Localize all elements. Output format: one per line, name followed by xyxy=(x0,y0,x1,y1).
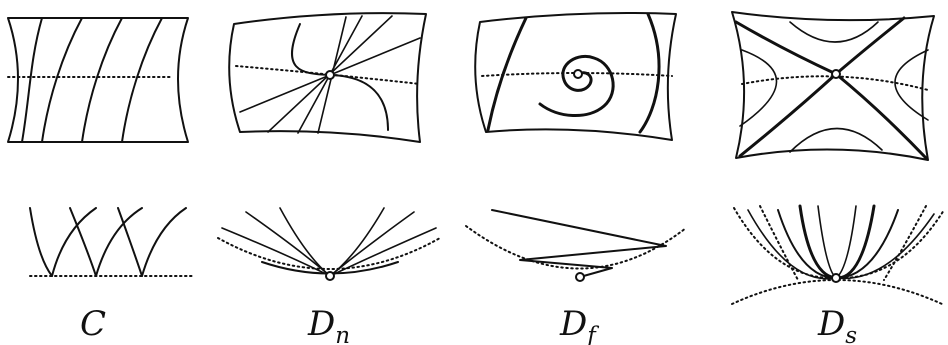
panel-dn-singular-point xyxy=(325,70,335,80)
panel-dn-curve-c xyxy=(279,207,331,277)
panel-dn-curve-e xyxy=(329,211,415,277)
panel-ds-projected-point xyxy=(831,273,841,283)
panel-c-arc-4 xyxy=(95,207,143,277)
panel-c-arc-5 xyxy=(117,207,143,277)
panel-df-singular-point xyxy=(573,69,583,79)
panel-c-curve-1 xyxy=(21,17,43,143)
panel-df-surface xyxy=(474,12,677,141)
panel-dn-curve-2 xyxy=(329,74,389,131)
panel-ds-parabola-wide xyxy=(747,209,935,280)
label-ds-main: D xyxy=(817,304,845,344)
panel-c-arc-6 xyxy=(141,207,187,277)
panel-ds-dotted-curve-inner-right xyxy=(883,205,927,281)
panel-ds-dotted-curve-right xyxy=(835,209,945,280)
panel-df-projected-point xyxy=(575,272,585,282)
panel-dn-curve-1 xyxy=(290,23,331,76)
panel-dn-projection xyxy=(217,207,441,281)
panel-dn-curve-f xyxy=(329,227,437,277)
panel-ds-discriminant xyxy=(731,279,943,305)
panel-c-outline xyxy=(7,17,189,143)
label-c: C xyxy=(80,304,106,344)
panel-ds-surface xyxy=(731,11,935,161)
panel-ds-dotted-curve-left xyxy=(733,207,837,280)
panel-df-projection xyxy=(465,209,687,282)
panel-df-spiral xyxy=(538,55,615,118)
label-dn-subscript: n xyxy=(335,323,350,345)
panel-df-side-curve-right xyxy=(638,12,661,134)
panel-ds-singular-point xyxy=(831,69,841,79)
panel-ds-axis xyxy=(741,75,929,91)
panel-c-surface xyxy=(7,17,189,143)
panel-dn-curve-d xyxy=(329,207,385,277)
panel-c-arc-3 xyxy=(69,207,97,277)
panel-ds-hyperbola-bottom xyxy=(789,127,883,153)
panel-c-arc-2 xyxy=(51,207,97,277)
panel-dn-axis xyxy=(235,65,421,85)
panel-df-side-curve-left xyxy=(486,16,528,132)
panel-dn-projected-point xyxy=(325,271,335,281)
panel-ds-dotted-curve-inner-left xyxy=(759,205,799,281)
panel-ds-hyperbola-left xyxy=(739,49,778,127)
panel-df-outline xyxy=(474,12,677,141)
label-df-subscript: f xyxy=(585,323,599,345)
panel-c-curve-3 xyxy=(81,17,123,143)
panel-c-arc-1 xyxy=(29,207,53,277)
label-ds: Ds xyxy=(817,304,857,345)
panel-df-zigzag xyxy=(491,209,667,278)
panel-ds-parabola-inner xyxy=(817,205,857,279)
panel-c-projection xyxy=(29,207,193,277)
label-ds-subscript: s xyxy=(845,323,857,345)
panel-ds-outline xyxy=(731,11,935,161)
panel-ds-hyperbola-right xyxy=(894,49,929,121)
panel-ds-projection xyxy=(731,204,945,305)
panel-ds-hyperbola-top xyxy=(789,21,879,43)
label-df-main: D xyxy=(559,304,587,344)
label-df: Df xyxy=(559,304,599,345)
panel-dn-discriminant xyxy=(217,237,441,270)
panel-dn-outline xyxy=(228,12,427,143)
panel-dn-curve-a xyxy=(221,227,331,277)
label-dn-main: D xyxy=(307,304,335,344)
panel-c-curve-4 xyxy=(121,17,163,143)
label-dn: Dn xyxy=(307,304,350,345)
panel-dn-surface xyxy=(228,12,427,143)
panel-c-curve-2 xyxy=(41,17,83,143)
